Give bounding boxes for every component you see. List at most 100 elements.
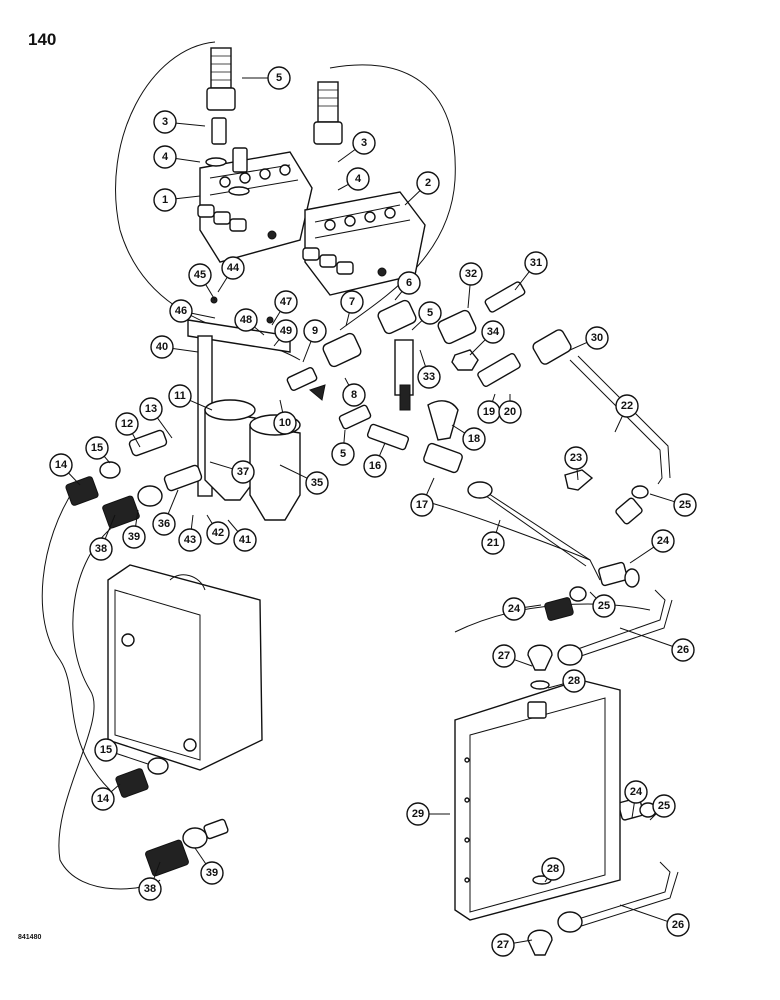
leader-line-c7 [345, 312, 350, 327]
callout-c15b: 15 [94, 738, 118, 762]
callout-circle-c4b [346, 167, 370, 191]
callout-circle-c9 [303, 319, 327, 343]
leader-line-c18 [451, 424, 465, 434]
callout-circle-c23 [564, 446, 588, 470]
fittings-middle [128, 281, 572, 492]
callout-label-c2: 2 [425, 177, 431, 189]
callout-label-c24b: 24 [508, 603, 521, 615]
callout-circle-c46 [169, 299, 193, 323]
leader-line-c5c [343, 429, 346, 444]
control-valve-1 [197, 151, 313, 263]
leader-line-c45 [205, 284, 216, 301]
callout-circle-c34 [481, 320, 505, 344]
callout-c22: 22 [615, 394, 639, 418]
leader-line-c42 [206, 514, 213, 524]
leader-line-c43 [190, 514, 194, 530]
callout-label-c48: 48 [240, 314, 252, 326]
callout-circle-c12 [115, 412, 139, 436]
leader-line-c39a [135, 509, 139, 527]
callout-circle-c21 [481, 531, 505, 555]
callout-c5c: 5 [331, 442, 355, 466]
leader-line-c41 [227, 519, 239, 532]
callout-label-c44: 44 [227, 262, 240, 274]
callout-c42: 42 [206, 521, 230, 545]
callout-c23: 23 [564, 446, 588, 470]
leader-line-c28b [544, 878, 548, 883]
leader-line-c3b [337, 149, 356, 163]
callout-c5a: 5 [267, 66, 291, 90]
callout-label-c28a: 28 [568, 675, 580, 687]
callout-c37: 37 [231, 460, 255, 484]
callout-circle-c38b [138, 877, 162, 901]
callout-circle-c16 [363, 454, 387, 478]
leader-line-c6 [394, 291, 403, 301]
callout-label-c6: 6 [406, 277, 412, 289]
callout-circle-c41 [233, 528, 257, 552]
callout-c19: 19 [477, 400, 501, 424]
callout-label-c24c: 24 [630, 786, 643, 798]
callout-label-c26a: 26 [677, 644, 689, 656]
leader-line-c12 [131, 433, 141, 448]
callout-c32: 32 [459, 262, 483, 286]
callout-circle-c24c [624, 780, 648, 804]
callout-label-c4b: 4 [355, 173, 362, 185]
callout-label-c10: 10 [279, 417, 291, 429]
callout-circle-c25a [673, 493, 697, 517]
callout-circle-c32 [459, 262, 483, 286]
callout-circle-c27b [491, 933, 515, 957]
callout-label-c3b: 3 [361, 137, 367, 149]
clamp-23 [564, 469, 594, 491]
callout-label-c14a: 14 [55, 459, 68, 471]
leader-line-c15a [103, 455, 111, 464]
callout-label-c15b: 15 [100, 744, 112, 756]
callout-c30: 30 [585, 326, 609, 350]
callout-label-c31: 31 [530, 257, 542, 269]
callout-c14b: 14 [91, 787, 115, 811]
callout-c24b: 24 [502, 597, 526, 621]
callout-label-c39b: 39 [206, 867, 218, 879]
callout-circle-c31 [524, 251, 548, 275]
callout-c24a: 24 [651, 529, 675, 553]
callout-label-c35: 35 [311, 477, 323, 489]
callout-circle-c24a [651, 529, 675, 553]
callout-circle-c28b [541, 857, 565, 881]
hose-routing-lines [41, 41, 651, 890]
callout-label-c22: 22 [621, 400, 633, 412]
callout-label-c47: 47 [280, 296, 292, 308]
callout-label-c21: 21 [487, 537, 499, 549]
tubes [467, 355, 679, 933]
leader-line-c11 [189, 399, 213, 411]
page-number: 140 [28, 30, 57, 49]
callout-circle-c4a [153, 145, 177, 169]
callout-circle-c7 [340, 290, 364, 314]
leader-line-c4b [337, 183, 349, 191]
leader-line-c14b [110, 783, 121, 793]
callout-label-c17: 17 [416, 499, 428, 511]
callout-circle-c5a [267, 66, 291, 90]
callout-label-c3a: 3 [162, 116, 168, 128]
callout-c39b: 39 [200, 861, 224, 885]
callout-c28a: 28 [562, 669, 586, 693]
callout-circle-c47 [274, 290, 298, 314]
callout-label-c5a: 5 [276, 72, 282, 84]
callout-c3b: 3 [352, 131, 376, 155]
callout-label-c27a: 27 [498, 650, 510, 662]
callout-circle-c28a [562, 669, 586, 693]
hoses-and-clamps [65, 461, 657, 877]
callout-c7: 7 [340, 290, 364, 314]
callout-circle-c3b [352, 131, 376, 155]
callout-c26b: 26 [666, 913, 690, 937]
leader-line-c1 [175, 195, 201, 200]
callout-label-c25a: 25 [679, 499, 691, 511]
callout-c16: 16 [363, 454, 387, 478]
callout-label-c24a: 24 [657, 535, 670, 547]
callout-c40: 40 [150, 335, 174, 359]
callout-c27a: 27 [492, 644, 516, 668]
callout-label-c16: 16 [369, 460, 381, 472]
callout-c18: 18 [462, 427, 486, 451]
leader-line-c3a [175, 122, 206, 127]
callout-c39a: 39 [122, 525, 146, 549]
callout-c8: 8 [342, 383, 366, 407]
callout-circle-c14b [91, 787, 115, 811]
callout-circle-c25c [652, 794, 676, 818]
